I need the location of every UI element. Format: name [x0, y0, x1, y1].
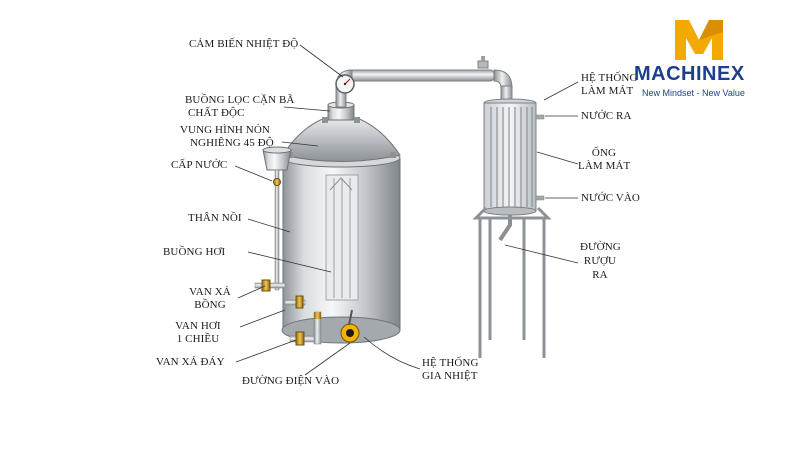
label-power-inlet: ĐƯỜNG ĐIỆN VÀO	[242, 375, 340, 387]
label-cooling-tube-line1: ỐNG	[591, 147, 617, 159]
label-water-in: NƯỚC VÀO	[581, 192, 640, 204]
condenser	[483, 98, 545, 242]
label-temperature-sensor: CẢM BIẾN NHIỆT ĐỘ	[189, 38, 299, 50]
label-cooling-tube-line2: LÀM MÁT	[578, 160, 631, 172]
label-water-out: NƯỚC RA	[581, 110, 632, 122]
label-water-supply: CẤP NƯỚC	[171, 159, 228, 171]
valves	[254, 279, 322, 346]
brand-name: MACHINEX	[634, 63, 745, 85]
condenser-stand	[472, 206, 552, 358]
label-bottom-drain-valve: VAN XẢ ĐÁY	[156, 356, 225, 368]
label-check-valve-line1: VAN HƠI	[175, 320, 221, 332]
label-liquor-outlet-line1: ĐƯỜNG	[580, 241, 621, 253]
brand-tagline: New Mindset - New Value	[642, 88, 745, 98]
label-steam-chamber: BUỒNG HƠI	[163, 246, 226, 258]
label-liquor-outlet-line3: RA	[592, 269, 608, 281]
machinex-logo-icon	[675, 20, 723, 60]
label-check-valve-line2: 1 CHIỀU	[176, 333, 220, 345]
label-filter-chamber-line1: BUỒNG LỌC CẶN BÃ	[185, 94, 295, 106]
label-heating-system-line1: HỆ THỐNG	[422, 357, 479, 369]
label-foam-valve-line2: BỒNG	[194, 299, 226, 311]
label-liquor-outlet-line2: RƯỢU	[583, 255, 617, 267]
label-cone-lid-line2: NGHIÊNG 45 ĐỘ	[190, 137, 274, 149]
label-foam-valve-line1: VAN XẢ	[189, 286, 231, 298]
conical-lid	[282, 117, 401, 162]
leader-lines	[234, 44, 579, 376]
label-heating-system-line2: GIA NHIỆT	[422, 370, 478, 382]
vapor-pipe	[335, 56, 513, 108]
label-filter-chamber-line2: CHẤT ĐỘC	[188, 107, 245, 119]
label-pot-body: THÂN NỒI	[188, 212, 242, 224]
main-pot	[281, 101, 401, 344]
water-supply	[262, 146, 292, 291]
temperature-gauge	[335, 74, 355, 94]
label-cooling-system-line1: HỆ THỐNG	[581, 72, 638, 84]
label-cooling-system-line2: LÀM MÁT	[581, 85, 634, 97]
label-cone-lid-line1: VUNG HÌNH NÓN	[180, 124, 270, 136]
